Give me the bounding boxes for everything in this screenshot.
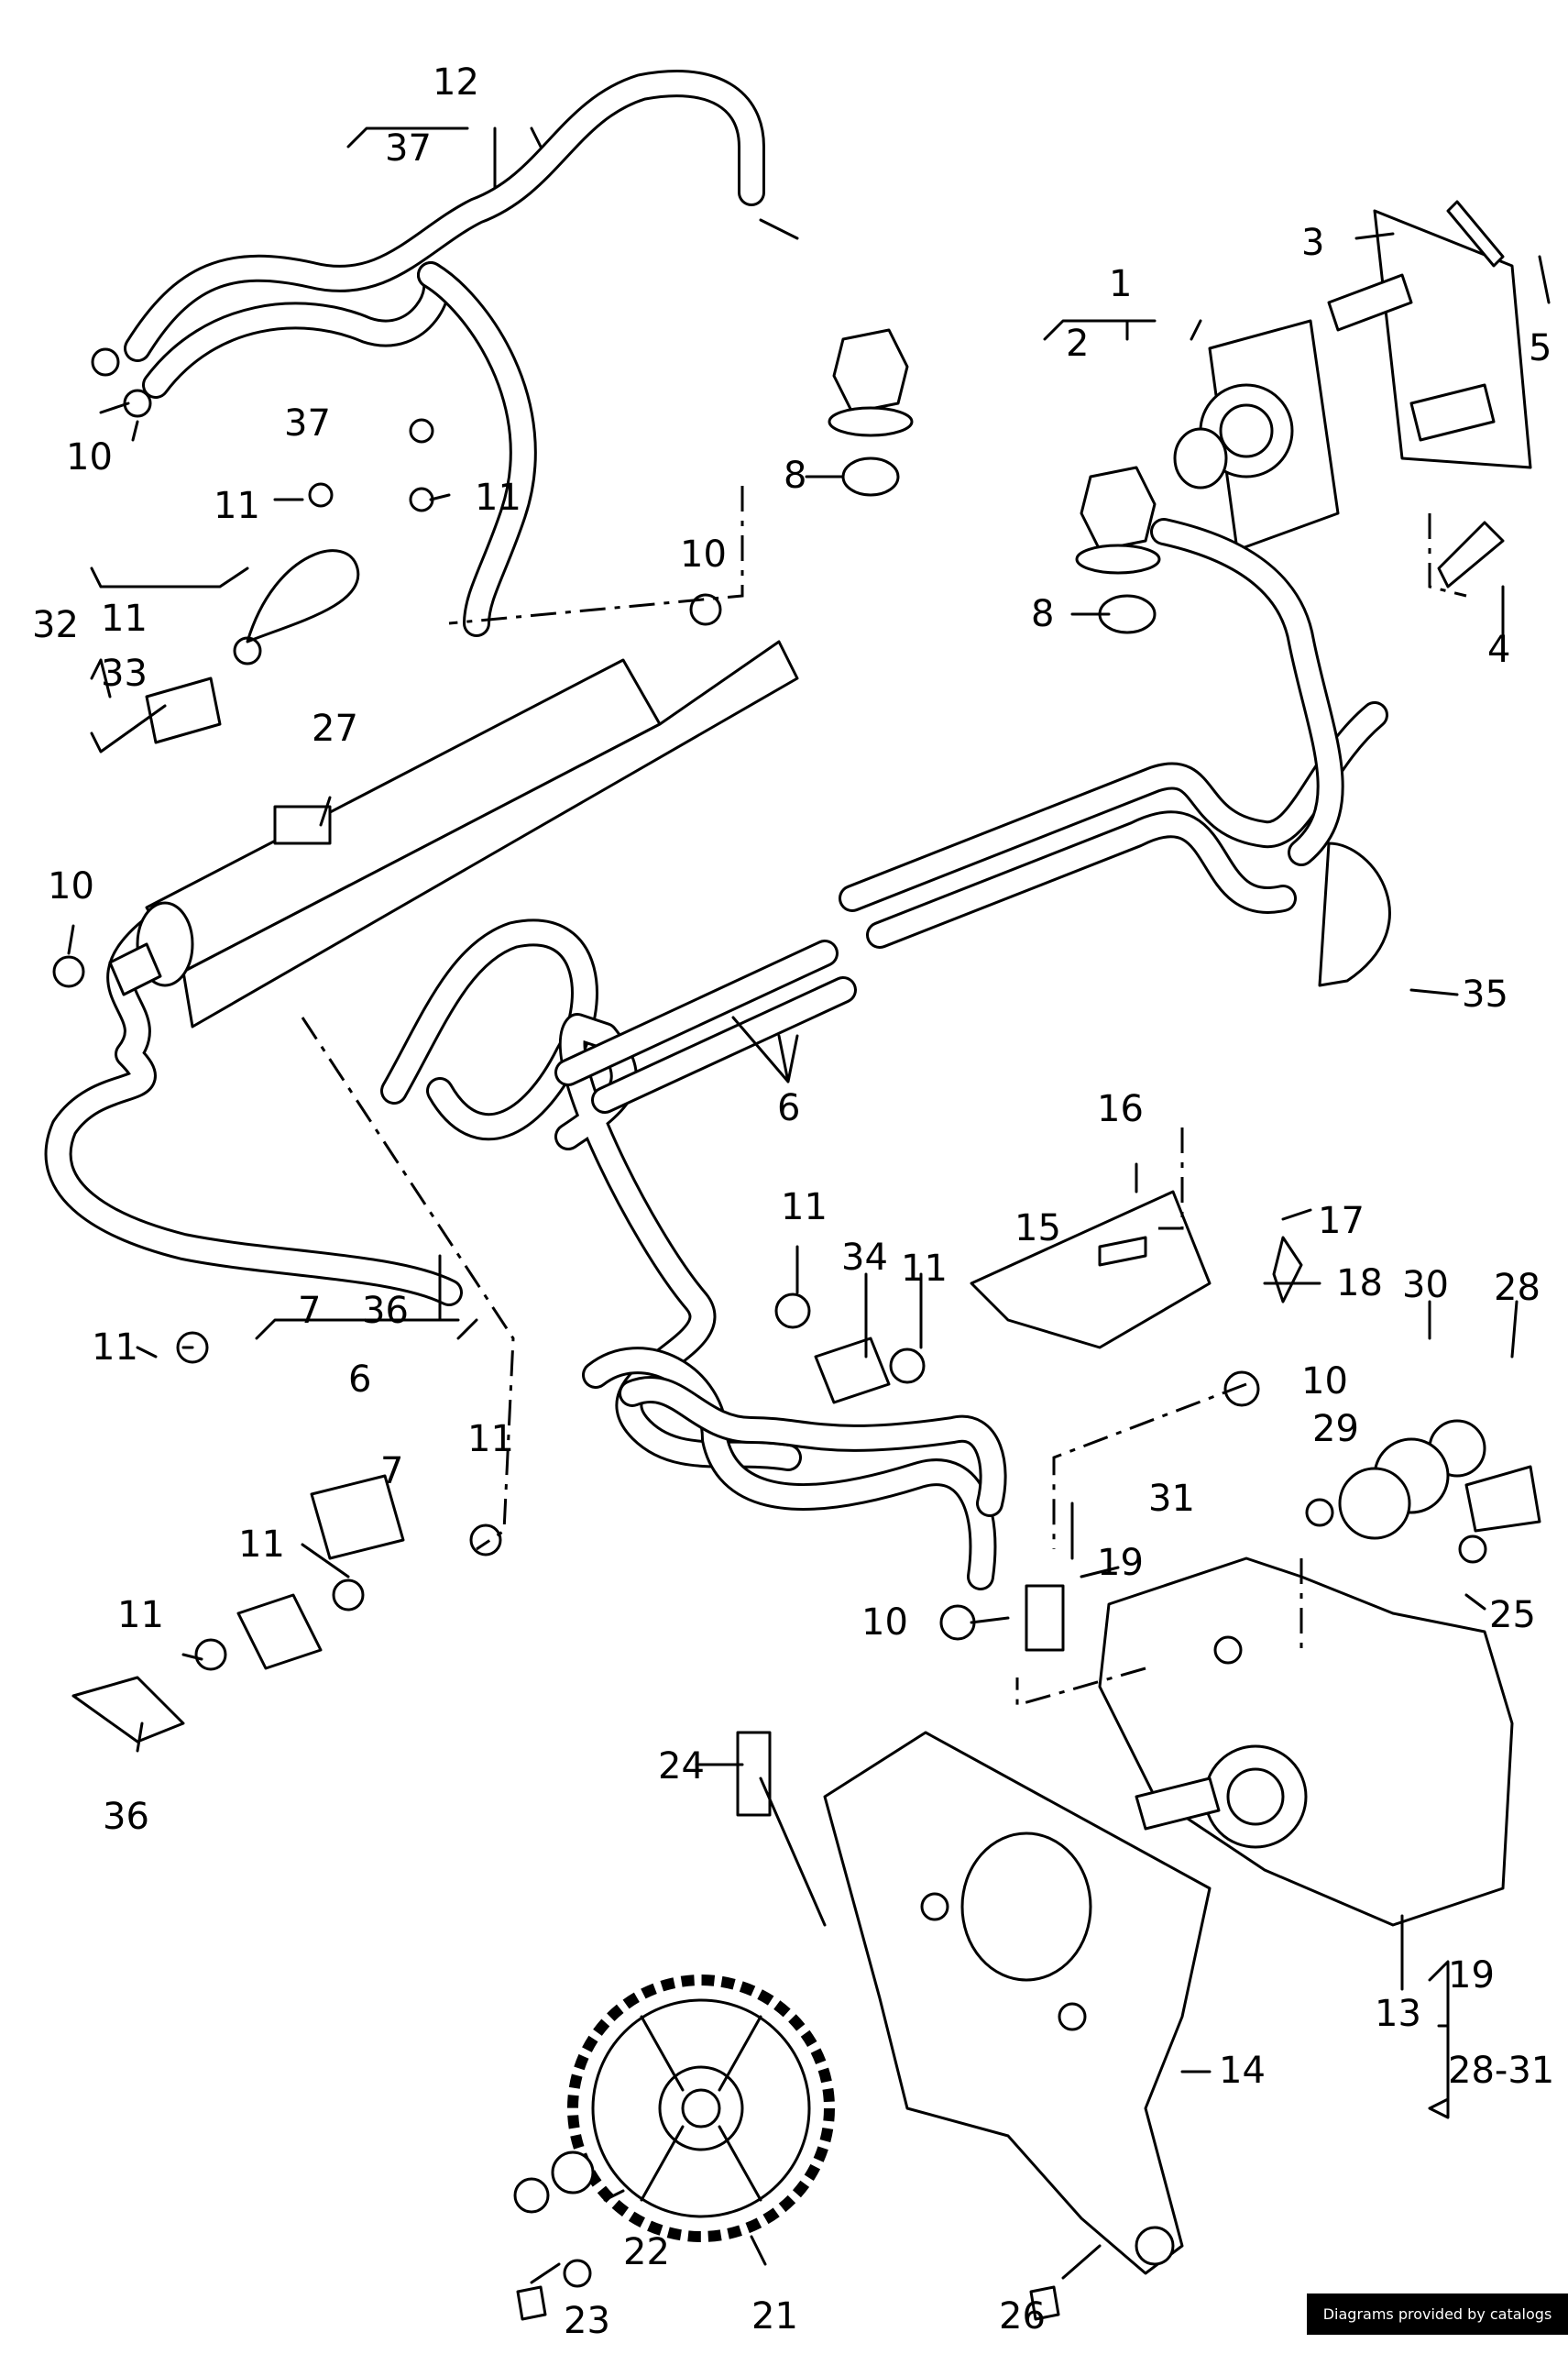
callout-label: 10	[680, 534, 727, 576]
callout-label: 19	[1448, 1954, 1495, 1996]
callout-label: 7	[298, 1290, 321, 1332]
callout-label: 1	[1109, 263, 1132, 305]
callout-label: 34	[841, 1237, 888, 1279]
callout-label: 36	[103, 1796, 149, 1838]
callout-label: 33	[101, 653, 148, 695]
callout-label: 28-31	[1448, 2050, 1554, 2092]
callout-label: 23	[564, 2300, 610, 2335]
callout-label: 16	[1097, 1088, 1144, 1130]
sensor-upper	[759, 218, 914, 497]
callout-label: 18	[1336, 1262, 1383, 1304]
bolts	[516, 521, 1505, 2321]
callout-label: 35	[1462, 974, 1508, 1016]
callout-label: 25	[1489, 1594, 1536, 1636]
callout-label: 4	[1487, 629, 1510, 671]
valve-block	[1173, 200, 1532, 552]
cooler-cylinder	[108, 640, 799, 1028]
callout-label: 5	[1529, 327, 1552, 369]
callout-labels: 12 37 1 2 3 5 10 37 11 11 8 32 11 33 10 …	[32, 61, 1554, 2335]
callout-label: 30	[1402, 1264, 1449, 1306]
sprocket-gear	[513, 1974, 835, 2242]
callout-label: 6	[777, 1087, 800, 1129]
callout-label: 32	[32, 604, 79, 646]
callout-label: 19	[1097, 1542, 1144, 1584]
callout-label: 14	[1219, 2050, 1266, 2092]
callout-label: 37	[284, 402, 331, 445]
callout-label: 7	[380, 1450, 403, 1492]
callout-label: 12	[433, 61, 479, 104]
pump-bracket	[823, 1731, 1212, 2275]
callout-label: 37	[385, 127, 432, 170]
callout-label: 6	[348, 1358, 371, 1401]
callout-label: 11	[475, 477, 521, 519]
callout-label: 26	[999, 2295, 1046, 2335]
callout-label: 21	[751, 2295, 798, 2335]
callout-label: 3	[1301, 222, 1324, 264]
callout-label: 24	[658, 1745, 705, 1788]
callout-label: 36	[362, 1290, 409, 1332]
fuel-pump	[1098, 1419, 1541, 1927]
callout-label: 11	[901, 1248, 948, 1290]
callout-label: 29	[1312, 1408, 1359, 1450]
callout-label: 28	[1494, 1267, 1541, 1309]
sensor-mid	[1075, 466, 1344, 866]
callout-label: 8	[784, 455, 806, 497]
hose-group	[44, 70, 1388, 1590]
callout-label: 11	[101, 598, 148, 640]
callout-label: 27	[312, 708, 358, 750]
credit-footer: Diagrams provided by catalogs parts	[1307, 2294, 1568, 2364]
callout-label: 22	[623, 2231, 670, 2273]
callout-label: 13	[1375, 1993, 1421, 2035]
callout-label: 8	[1031, 593, 1054, 635]
callout-label: 11	[92, 1326, 138, 1369]
callout-label: 15	[1014, 1207, 1061, 1249]
callout-label: 10	[1301, 1360, 1348, 1402]
callout-label: 2	[1066, 323, 1089, 365]
callout-label: 10	[48, 865, 94, 908]
callout-label: 31	[1148, 1478, 1195, 1520]
callout-label: 17	[1318, 1200, 1365, 1242]
leader-lines	[67, 126, 1551, 2284]
clamps	[52, 347, 1487, 1671]
dash-lines	[301, 486, 1467, 1707]
callout-label: 11	[467, 1418, 514, 1460]
callout-label: 11	[781, 1186, 828, 1228]
callout-label: 11	[117, 1594, 164, 1636]
callout-label: 11	[238, 1524, 285, 1566]
callout-label: 10	[66, 436, 113, 478]
callout-label: 11	[214, 485, 260, 527]
callout-label: 10	[861, 1601, 908, 1644]
small-parts	[71, 549, 1391, 1744]
